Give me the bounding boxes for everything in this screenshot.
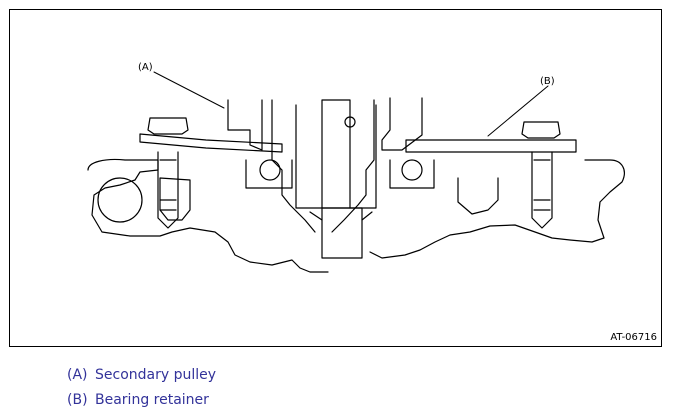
secondary-pulley-right (381, 97, 423, 151)
shaft-end (321, 207, 363, 259)
legend-label-a: Secondary pulley (95, 366, 217, 383)
bearing-ball-left (259, 159, 281, 181)
ball-seat-right (389, 159, 435, 189)
leader-b (487, 85, 549, 137)
casing-left-cutout (159, 177, 191, 221)
legend-tag-b: (B) (67, 391, 88, 408)
pulley-diagram: (A) (B) (87, 62, 625, 273)
bolt-right-shank (531, 151, 553, 229)
shaft-sleeve (295, 104, 377, 209)
ball-seat-left (245, 159, 293, 189)
center-shaft (321, 99, 351, 209)
shaft-hole (344, 116, 356, 128)
diagram-frame: (A) (B) AT-06716 (9, 9, 662, 347)
figure-id: AT-06716 (610, 332, 657, 343)
bolt-left-shank (157, 151, 179, 229)
legend-item-b: (B) Bearing retainer (67, 387, 216, 412)
bearing-retainer-right (405, 139, 577, 153)
pulley-inner-left (271, 99, 316, 233)
callout-legend: (A) Secondary pulley (B) Bearing retaine… (67, 362, 216, 412)
casing-left (87, 158, 329, 273)
bolt-left-head (147, 117, 189, 135)
casing-left-hole (97, 177, 143, 223)
leader-a (153, 71, 225, 109)
pulley-inner-right (331, 99, 375, 233)
secondary-pulley-left (227, 99, 263, 151)
casing-right-cutout (457, 177, 499, 215)
bearing-ball-right (401, 159, 423, 181)
shaft-collar (309, 211, 373, 221)
legend-tag-a: (A) (67, 366, 88, 383)
bolt-right-head (521, 121, 561, 139)
legend-item-a: (A) Secondary pulley (67, 362, 216, 387)
callout-b-label: (B) (540, 76, 555, 87)
callout-a-label: (A) (138, 62, 153, 73)
legend-label-b: Bearing retainer (95, 391, 209, 408)
casing-right (369, 159, 625, 259)
bearing-retainer-left (139, 133, 283, 153)
